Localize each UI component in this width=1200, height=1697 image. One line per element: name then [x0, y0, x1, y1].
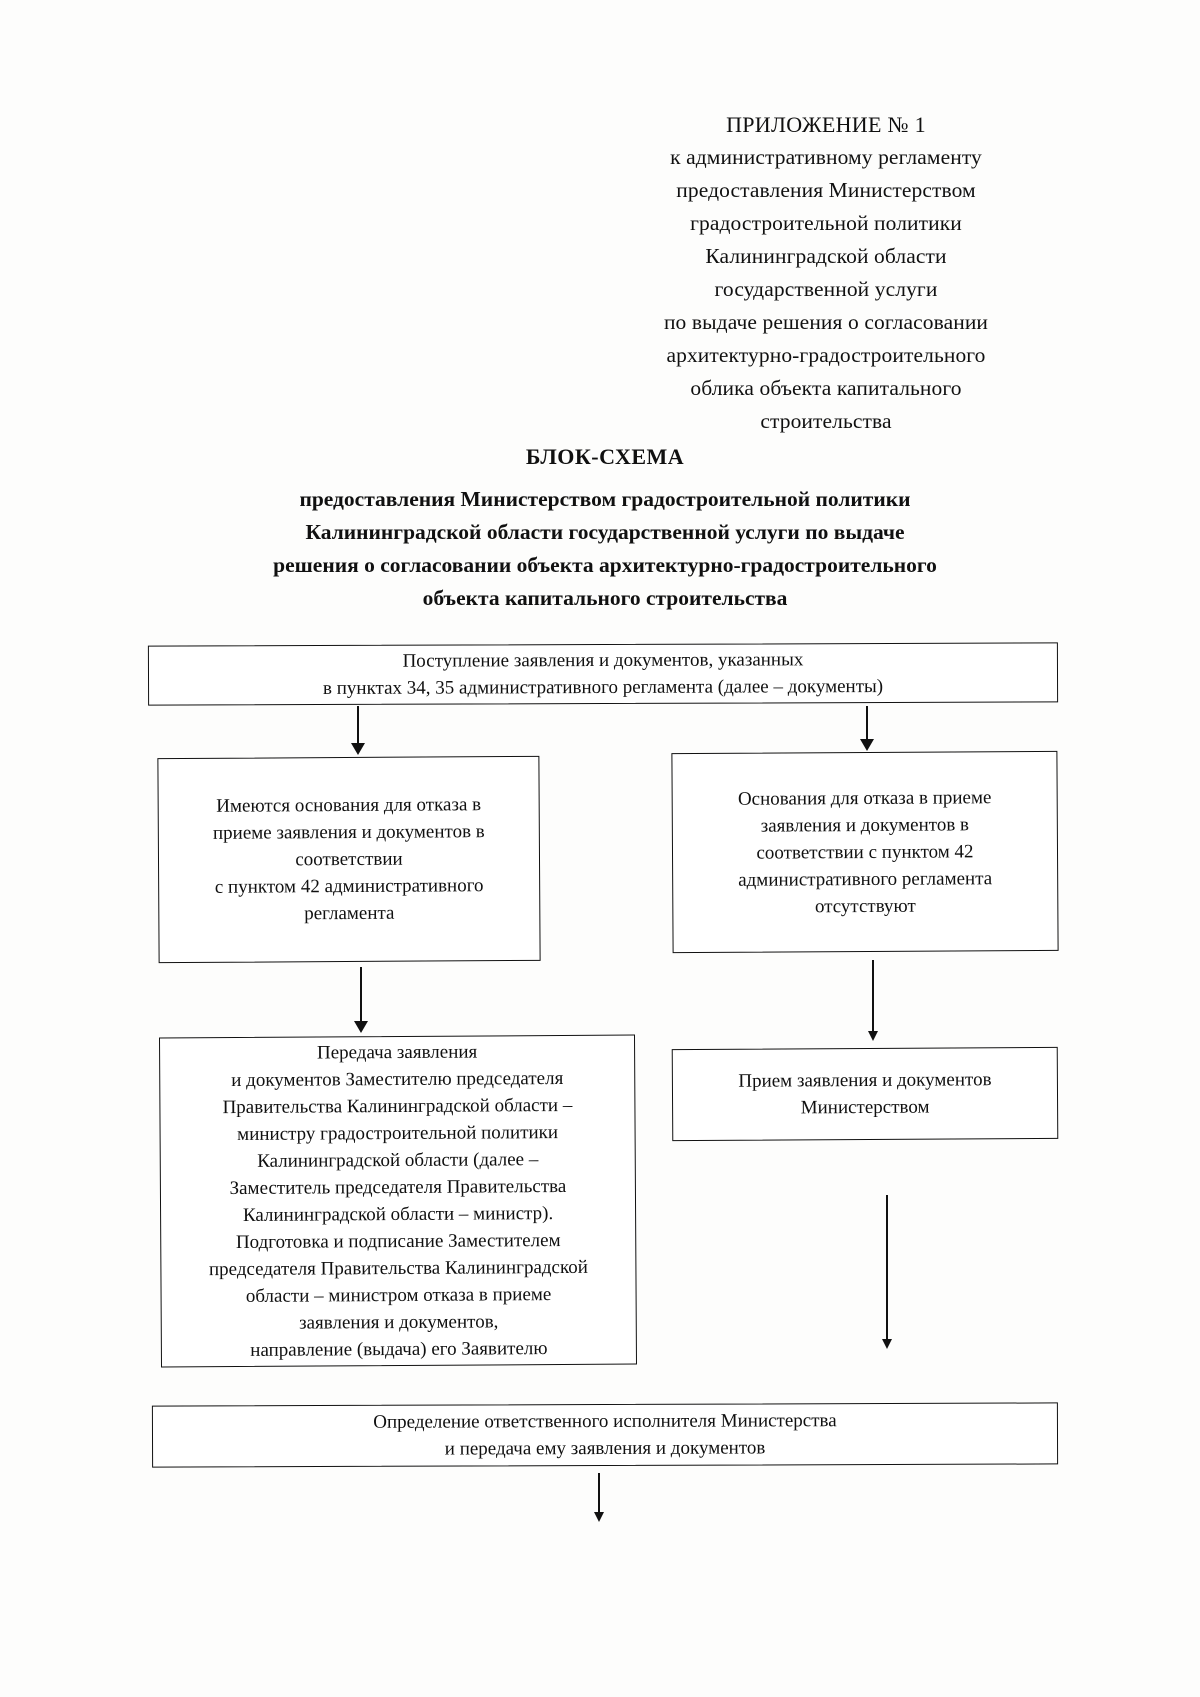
transfer-line-3: Правительства Калининградской области –	[222, 1094, 573, 1119]
document-title-line-4: объекта капитального строительства	[422, 586, 788, 610]
document-title-line-3: решения о согласовании объекта архитекту…	[273, 553, 937, 577]
arrow-acceptance-to-assign	[886, 1195, 888, 1340]
refusal-absent-line-2: заявления и документов в	[760, 813, 970, 837]
appendix-line-6: по выдаче решения о согласовании	[663, 310, 989, 334]
refusal-present-line-3: соответствии	[295, 848, 403, 871]
transfer-line-2: и документов Заместителю председателя	[231, 1067, 564, 1092]
transfer-line-12: направление (выдача) его Заявителю	[250, 1338, 548, 1361]
arrow-refusal-present-to-transfer	[360, 967, 363, 1022]
transfer-line-5: Калининградской области (далее –	[257, 1149, 539, 1172]
refusal-absent-line-3: соответствии с пунктом 42	[756, 840, 974, 864]
refusal-absent-line-5: отсутствуют	[814, 895, 916, 917]
document-title-line-1: предоставления Министерством градостроит…	[299, 487, 911, 511]
acceptance-line-2: Министерством	[800, 1096, 930, 1119]
appendix-line-4: Калининградской области	[705, 244, 947, 268]
assign-line-1: Определение ответственного исполнителя М…	[373, 1410, 837, 1433]
transfer-line-10: области – министром отказа в приеме	[245, 1284, 552, 1307]
intake-line-1: Поступление заявления и документов, указ…	[402, 649, 804, 672]
transfer-line-6: Заместитель председателя Правительства	[229, 1175, 567, 1200]
transfer-line-4: министру градостроительной политики	[237, 1122, 559, 1145]
transfer-line-9: председателя Правительства Калининградск…	[208, 1256, 588, 1281]
transfer-line-8: Подготовка и подписание Заместителем	[235, 1230, 561, 1253]
arrow-intake-to-refusal-absent	[866, 706, 869, 740]
document-title: БЛОК-СХЕМА предоставления Министерством …	[190, 440, 1020, 615]
appendix-line-9: строительства	[760, 409, 892, 433]
transfer-line-11: заявления и документов,	[299, 1311, 499, 1334]
refusal-present-line-1: Имеются основания для отказа в	[216, 794, 482, 817]
refusal-present-line-4: с пунктом 42 административного	[214, 875, 484, 898]
flowchart-box-assign-executor: Определение ответственного исполнителя М…	[151, 1402, 1059, 1468]
appendix-header: ПРИЛОЖЕНИЕ № 1 к административному регла…	[600, 108, 1052, 438]
transfer-line-1: Передача заявления	[316, 1041, 478, 1064]
flowchart-box-intake: Поступление заявления и документов, указ…	[147, 642, 1059, 706]
transfer-line-7: Калининградской области – министр).	[242, 1203, 554, 1226]
arrow-assign-to-next-page	[598, 1473, 600, 1513]
appendix-title: ПРИЛОЖЕНИЕ № 1	[726, 112, 926, 137]
arrow-refusal-absent-to-acceptance	[872, 960, 874, 1032]
intake-line-2: в пунктах 34, 35 административного регла…	[322, 676, 884, 699]
arrow-intake-to-refusal-present	[357, 706, 360, 744]
acceptance-line-1: Прием заявления и документов	[738, 1069, 992, 1092]
appendix-line-1: к административному регламенту	[670, 145, 982, 169]
appendix-line-5: государственной услуги	[714, 277, 938, 301]
assign-line-2: и передача ему заявления и документов	[444, 1437, 766, 1460]
flowchart-box-refusal-grounds-absent: Основания для отказа в приеме заявления …	[671, 750, 1059, 954]
appendix-line-3: градостроительной политики	[690, 211, 962, 235]
flowchart-box-acceptance: Прием заявления и документов Министерств…	[671, 1046, 1059, 1142]
appendix-line-7: архитектурно-градостроительного	[666, 343, 986, 367]
flowchart-box-refusal-grounds-present: Имеются основания для отказа в приеме за…	[157, 755, 541, 964]
flowchart-box-transfer-to-minister: Передача заявления и документов Заместит…	[158, 1034, 638, 1368]
block-scheme-heading: БЛОК-СХЕМА	[525, 444, 685, 469]
refusal-absent-line-1: Основания для отказа в приеме	[737, 786, 992, 810]
refusal-absent-line-4: административного регламента	[738, 867, 993, 891]
appendix-line-8: облика объекта капитального	[690, 376, 962, 400]
refusal-present-line-5: регламента	[304, 902, 395, 925]
refusal-present-line-2: приеме заявления и документов в	[212, 821, 485, 844]
document-title-line-2: Калининградской области государственной …	[305, 520, 905, 544]
appendix-line-2: предоставления Министерством	[676, 178, 976, 202]
